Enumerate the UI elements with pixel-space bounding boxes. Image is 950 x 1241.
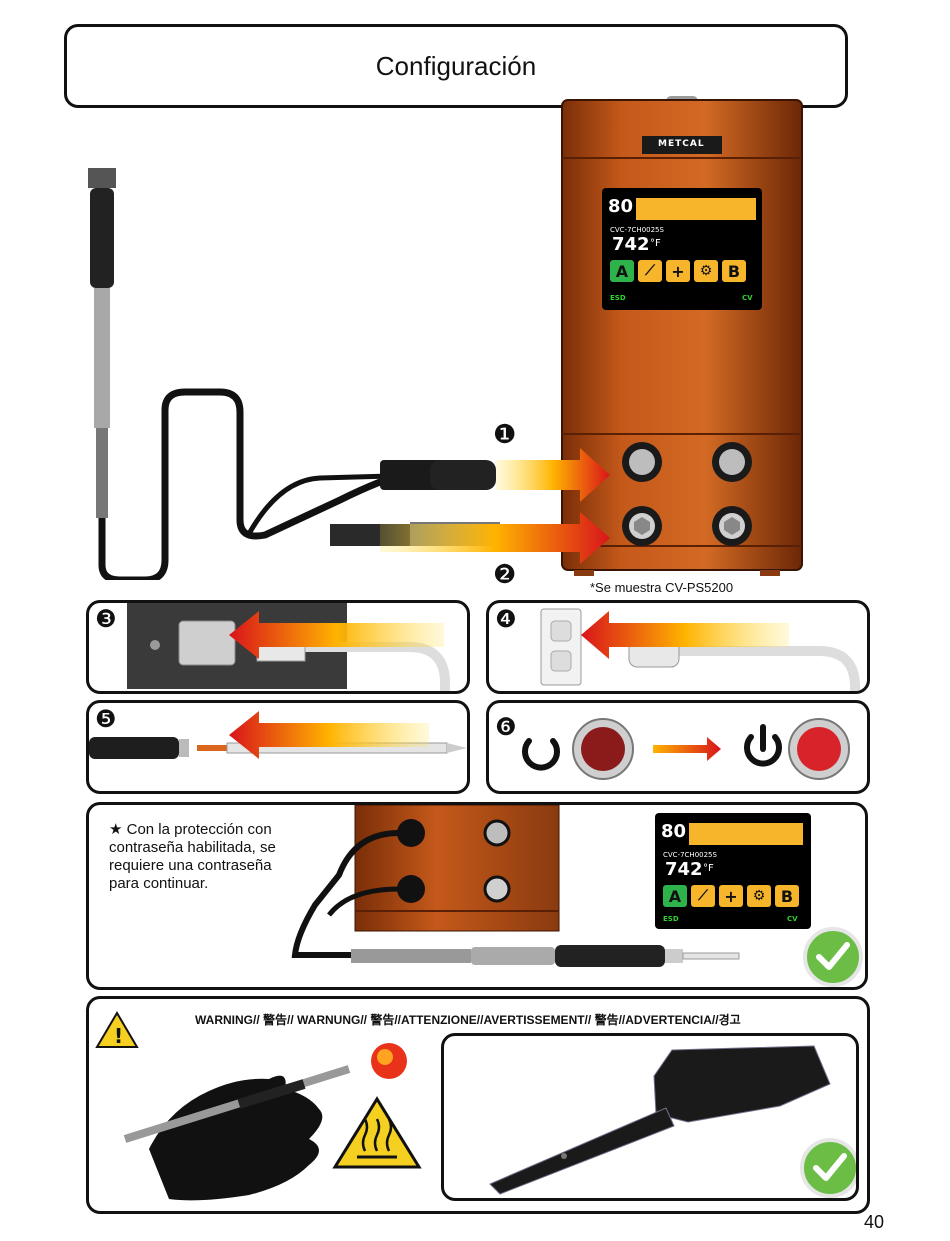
ready-display: 80 CVC-7CH0025S 742 °F A ⟋ + ⚙ B ESD CV: [655, 813, 811, 929]
ready-add-button[interactable]: +: [719, 885, 743, 907]
ready-temperature-value: 742: [665, 859, 703, 880]
hot-surface-icon: [332, 1096, 422, 1169]
hot-tip-warning-illustration: !: [95, 1011, 422, 1201]
title-box: Configuración: [64, 24, 848, 108]
ready-settings-button[interactable]: ⚙: [747, 885, 771, 907]
connected-station-illustration: [291, 805, 863, 987]
station-model-note: *Se muestra CV-PS5200: [590, 580, 734, 595]
setpoint-bar: [636, 198, 756, 220]
ready-esd-label: ESD: [663, 915, 679, 923]
ready-preset-a-button[interactable]: A: [663, 885, 687, 907]
page-title: Configuración: [375, 50, 537, 81]
wall-outlet-illustration: [540, 608, 860, 691]
checkmark-icon: [803, 927, 863, 987]
step-6-panel: ❻: [486, 700, 870, 794]
step-3-panel: ❸: [86, 600, 470, 694]
temperature-value: 742: [612, 234, 650, 255]
ready-cv-label: CV: [787, 915, 798, 923]
password-protection-note: ★ Con la protección con contraseña habil…: [109, 821, 276, 892]
cartridge-insert-illustration: [89, 711, 467, 759]
graph-button[interactable]: ⟋: [638, 260, 662, 282]
setpoint-value: 80: [608, 196, 634, 217]
brand-logo: METCAL: [658, 139, 705, 149]
step-5-panel: ❺: [86, 700, 470, 794]
page-number: 40: [864, 1212, 885, 1232]
cartridge-id: CVC-7CH0025S: [610, 226, 664, 234]
password-protection-panel: ★ Con la protección con contraseña habil…: [86, 802, 868, 990]
tip-removal-tool-illustration: [489, 1045, 856, 1198]
cv-label: CV: [742, 294, 753, 302]
handpiece-illustration: [88, 168, 610, 580]
add-button[interactable]: +: [666, 260, 690, 282]
warning-panel: WARNING// 警告// WARNUNG// 警告//ATTENZIONE/…: [86, 996, 870, 1214]
preset-b-button[interactable]: B: [722, 260, 746, 282]
warning-icon: !: [95, 1011, 139, 1048]
step-6-label: ❻: [495, 713, 517, 741]
step-3-label: ❸: [95, 605, 117, 633]
settings-button[interactable]: ⚙: [694, 260, 718, 282]
soldering-station: METCAL 80 CVC-7CH0025S 742 °F A ⟋ + ⚙ B …: [560, 96, 804, 576]
ready-setpoint-value: 80: [661, 821, 687, 842]
power-on-illustration: [522, 718, 850, 780]
step-1-label: ❶: [493, 420, 517, 450]
step-2-label: ❷: [493, 560, 517, 590]
warning-heading: WARNING// 警告// WARNUNG// 警告//ATTENZIONE/…: [195, 1013, 741, 1027]
step-5-label: ❺: [95, 705, 117, 733]
ready-setpoint-bar: [689, 823, 803, 845]
ready-graph-button[interactable]: ⟋: [691, 885, 715, 907]
temperature-unit: °F: [650, 238, 661, 249]
svg-text:!: !: [114, 1024, 123, 1048]
power-inlet-illustration: [127, 603, 450, 691]
ready-cartridge-id: CVC-7CH0025S: [663, 851, 717, 859]
standby-icon: [522, 738, 560, 771]
ready-temperature-unit: °F: [703, 863, 714, 874]
power-icon: [744, 724, 782, 767]
step-4-label: ❹: [495, 605, 517, 633]
ready-preset-b-button[interactable]: B: [775, 885, 799, 907]
step-4-panel: ❹: [486, 600, 870, 694]
station-display: 80 CVC-7CH0025S 742 °F A ⟋ + ⚙ B ESD CV: [602, 188, 762, 310]
preset-a-button[interactable]: A: [610, 260, 634, 282]
tool-checkmark-icon: [800, 1138, 856, 1198]
esd-label: ESD: [610, 294, 626, 302]
tip-removal-tool-panel: [441, 1033, 859, 1201]
